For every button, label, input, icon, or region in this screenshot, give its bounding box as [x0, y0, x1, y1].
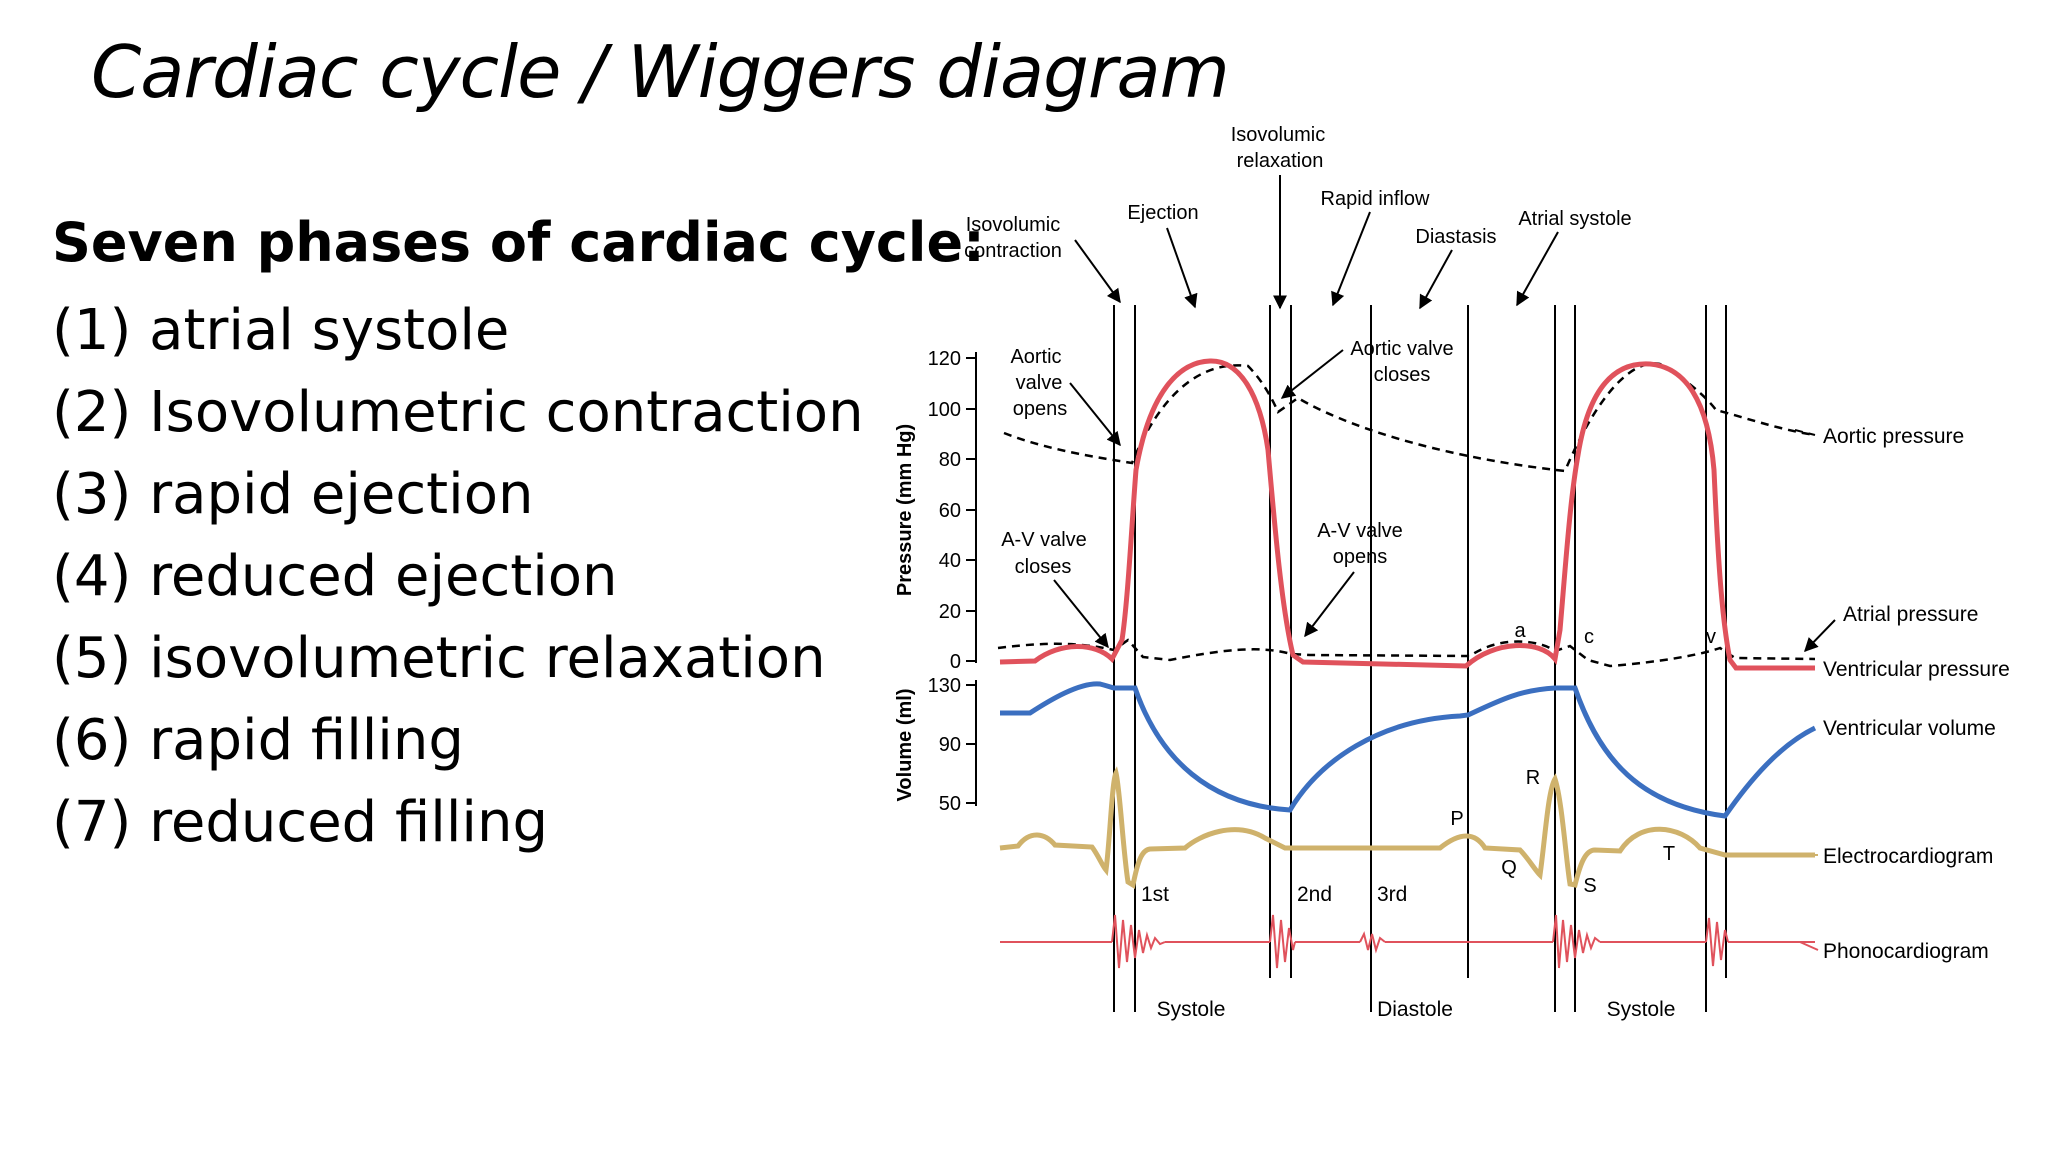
- arrow: [1166, 227, 1198, 309]
- label-systole: Systole: [1157, 998, 1226, 1021]
- label-isovolumic-contraction: contraction: [964, 240, 1062, 262]
- phase-item-isovolumetric-contraction: (2) Isovolumetric contraction: [52, 380, 864, 445]
- phase-item-atrial-systole: (1) atrial systole: [52, 298, 510, 363]
- wave-letters: a c v P Q R S T: [1450, 620, 1716, 897]
- label-aortic-valve-opens: valve: [1016, 372, 1063, 394]
- volume-tick-label: 130: [928, 675, 961, 697]
- label-ejection: Ejection: [1127, 202, 1198, 224]
- pressure-tick-label: 80: [939, 449, 961, 471]
- phases-heading: Seven phases of cardiac cycle:: [52, 211, 985, 274]
- ventricular-pressure-trace: [999, 358, 1815, 671]
- label-atrial-systole: Atrial systole: [1518, 208, 1631, 230]
- label-aortic-pressure: Aortic pressure: [1823, 425, 1964, 448]
- electrocardiogram-trace: [999, 766, 1815, 889]
- pressure-tick-label: 120: [928, 348, 961, 370]
- label-diastasis: Diastasis: [1415, 226, 1496, 248]
- volume-axis-label: Volume (ml): [894, 689, 916, 802]
- phonocardiogram-sound-2: [1269, 914, 1296, 969]
- phase-boundary-lines: [1113, 305, 1727, 1012]
- period-labels: Systole Diastole Systole: [1157, 998, 1676, 1021]
- label-aortic-valve-opens: opens: [1013, 398, 1068, 420]
- arrow: [1304, 571, 1355, 638]
- phono-leader: [1799, 941, 1819, 951]
- arrow: [1331, 211, 1371, 307]
- label-diastole: Diastole: [1377, 998, 1453, 1021]
- label-systole: Systole: [1607, 998, 1676, 1021]
- heart-sound-1st: 1st: [1141, 883, 1169, 906]
- trace-leaders: [1799, 854, 1819, 951]
- atrial-wave-a: a: [1514, 620, 1526, 642]
- phases-panel: Seven phases of cardiac cycle: (1) atria…: [52, 210, 985, 864]
- pressure-axis-label: Pressure (mm Hg): [894, 424, 916, 596]
- volume-tick-label: 90: [939, 734, 961, 756]
- phase-item-reduced-ejection: (4) reduced ejection: [52, 544, 618, 609]
- pressure-tick-label: 0: [950, 651, 961, 673]
- label-atrial-pressure: Atrial pressure: [1843, 603, 1978, 626]
- label-aortic-valve-closes: Aortic valve: [1350, 338, 1453, 360]
- ecg-label-s: S: [1583, 875, 1596, 897]
- atrial-wave-c: c: [1584, 626, 1594, 648]
- ecg-label-t: T: [1663, 843, 1675, 865]
- label-isovolumic-relaxation: relaxation: [1237, 150, 1324, 172]
- slide-title: Cardiac cycle / Wiggers diagram: [91, 30, 1230, 114]
- heart-sound-labels: 1st 2nd 3rd: [1141, 883, 1407, 906]
- heart-sound-3rd: 3rd: [1377, 883, 1407, 906]
- label-ventricular-volume: Ventricular volume: [1823, 717, 1996, 740]
- heart-sound-2nd: 2nd: [1297, 883, 1332, 906]
- label-ventricular-pressure: Ventricular pressure: [1823, 658, 2010, 681]
- event-labels: Aortic valve opens Aortic valve closes A…: [1001, 338, 1453, 578]
- arrow: [1053, 579, 1109, 649]
- phase-item-isovolumetric-relaxation: (5) isovolumetric relaxation: [52, 626, 826, 691]
- phase-item-rapid-filling: (6) rapid filling: [52, 708, 464, 773]
- label-phonocardiogram: Phonocardiogram: [1823, 940, 1989, 963]
- pressure-tick-label: 100: [928, 399, 961, 421]
- pressure-tick-label: 60: [939, 500, 961, 522]
- volume-tick-label: 50: [939, 793, 961, 815]
- label-aortic-valve-closes: closes: [1374, 364, 1431, 386]
- phase-arrows: [1074, 175, 1559, 310]
- label-av-valve-opens: opens: [1333, 546, 1388, 568]
- ecg-label-p: P: [1450, 808, 1463, 830]
- pressure-axis: 120 100 80 60 40 20 0 Pressure (mm Hg): [894, 348, 977, 673]
- phase-labels: Isovolumic relaxation Rapid inflow Isovo…: [964, 124, 1632, 262]
- ecg-label-q: Q: [1501, 857, 1517, 879]
- aortic-pressure-leader: [1794, 429, 1816, 436]
- label-isovolumic-relaxation: Isovolumic: [1231, 124, 1325, 146]
- arrow: [1419, 249, 1453, 310]
- label-aortic-valve-opens: Aortic: [1010, 346, 1061, 368]
- arrow: [1074, 239, 1121, 304]
- arrow: [1280, 349, 1344, 399]
- phonocardiogram-sound-4: [1552, 914, 1601, 969]
- trace-labels: Aortic pressure Atrial pressure Ventricu…: [1794, 425, 2010, 963]
- label-av-valve-closes: closes: [1015, 556, 1072, 578]
- label-isovolumic-contraction: Isovolumic: [966, 214, 1060, 236]
- label-av-valve-opens: A-V valve: [1317, 520, 1403, 542]
- volume-axis: 130 90 50 Volume (ml): [894, 675, 977, 815]
- event-arrows: [1053, 349, 1836, 653]
- arrow: [1069, 382, 1121, 447]
- label-electrocardiogram: Electrocardiogram: [1823, 845, 1993, 868]
- atrial-wave-v: v: [1706, 626, 1716, 648]
- label-rapid-inflow: Rapid inflow: [1321, 188, 1431, 210]
- phonocardiogram-sound-3: [1359, 931, 1386, 954]
- ecg-label-r: R: [1526, 767, 1540, 789]
- pressure-tick-label: 20: [939, 601, 961, 623]
- wiggers-diagram: 120 100 80 60 40 20 0 Pressure (mm Hg) 1…: [894, 124, 2010, 1021]
- arrow: [1804, 619, 1836, 653]
- phase-item-reduced-filling: (7) reduced filling: [52, 790, 548, 855]
- arrow: [1516, 231, 1559, 307]
- phase-list: (1) atrial systole (2) Isovolumetric con…: [52, 290, 985, 864]
- pressure-tick-label: 40: [939, 550, 961, 572]
- phonocardiogram-sound-1: [1111, 914, 1166, 969]
- phonocardiogram-sound-5: [1705, 917, 1729, 967]
- ventricular-volume-trace: [1000, 681, 1817, 819]
- phase-item-rapid-ejection: (3) rapid ejection: [52, 462, 534, 527]
- label-av-valve-closes: A-V valve: [1001, 529, 1087, 551]
